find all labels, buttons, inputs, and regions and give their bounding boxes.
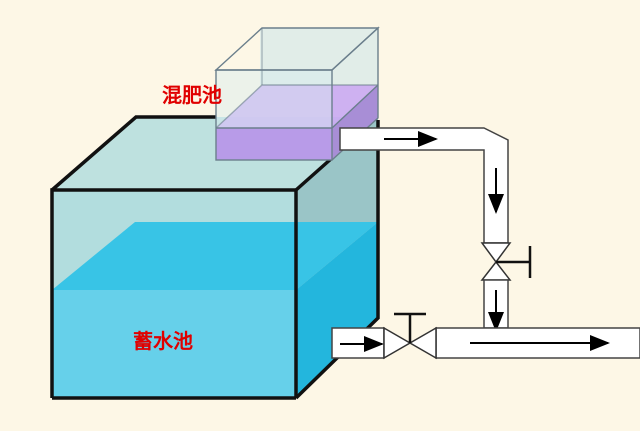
- mixing-tank: [214, 26, 380, 161]
- mixing-tank-front-glass: [216, 70, 332, 128]
- storage-tank: [50, 115, 380, 400]
- mixing-tank-back-face: [260, 28, 378, 85]
- mixing-tank-label: 混肥池: [162, 83, 222, 107]
- mixing-liquid-surface: [216, 85, 378, 128]
- storage-tank-label: 蓄水池: [133, 329, 193, 353]
- storage-water-front: [52, 290, 296, 398]
- gate-valve-icon[interactable]: [383, 312, 437, 360]
- gate-valve-icon[interactable]: [480, 242, 532, 281]
- vertical-lower-pipe: [483, 279, 509, 332]
- lower-pipe: [331, 327, 640, 359]
- storage-water-side: [296, 222, 378, 398]
- storage-tank-outline: [50, 115, 380, 400]
- mixing-liquid-front: [216, 128, 332, 160]
- mixing-tank-edges: [214, 26, 380, 161]
